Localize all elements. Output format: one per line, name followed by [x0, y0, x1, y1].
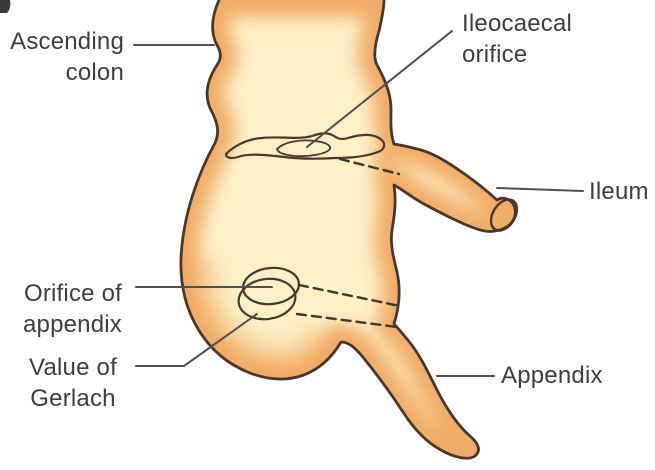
leader-lines: [133, 30, 584, 377]
dashed-line-ileocaecal-to-ileum: [338, 157, 401, 176]
label-ileocaecal-orifice: Ileocaecal orifice: [462, 8, 612, 70]
dashed-projection-lines: [295, 157, 402, 329]
leader-ileum: [496, 187, 584, 192]
dashed-line-appendix-orifice-lower: [295, 312, 399, 329]
ileum-cut-end: [489, 198, 519, 232]
corner-artifact: [0, 0, 11, 13]
label-ileocaecal-orifice-line1: Ileocaecal: [462, 10, 573, 37]
ileocaecal-orifice-opening: [276, 139, 331, 158]
dashed-line-appendix-orifice-upper: [297, 283, 402, 308]
label-ascending-colon-line2: colon: [65, 59, 124, 86]
label-ascending-colon-line1: Ascending: [10, 28, 124, 55]
label-valve-of-gerlach-line2: Gerlach: [30, 385, 116, 412]
ileocaecal-orifice-shape: [224, 132, 386, 160]
leader-valve-of-gerlach: [135, 313, 258, 367]
label-orifice-of-appendix-line1: Orifice of: [23, 280, 122, 307]
appendix-orifice-shape: [241, 266, 301, 306]
label-ascending-colon: Ascending colon: [0, 26, 124, 88]
label-appendix: Appendix: [501, 360, 603, 391]
body-outline: [179, 0, 517, 460]
label-ileum-text: Ileum: [589, 178, 649, 205]
label-ileum: Ileum: [589, 176, 649, 207]
label-orifice-of-appendix-line2: appendix: [22, 311, 122, 338]
label-appendix-text: Appendix: [501, 362, 603, 389]
label-valve-of-gerlach-line1: Value of: [29, 354, 117, 381]
leader-ileocaecal-orifice: [306, 30, 453, 148]
label-ileocaecal-orifice-line2: orifice: [462, 41, 528, 68]
label-valve-of-gerlach: Value of Gerlach: [10, 352, 136, 414]
label-orifice-of-appendix: Orifice of appendix: [0, 278, 122, 340]
